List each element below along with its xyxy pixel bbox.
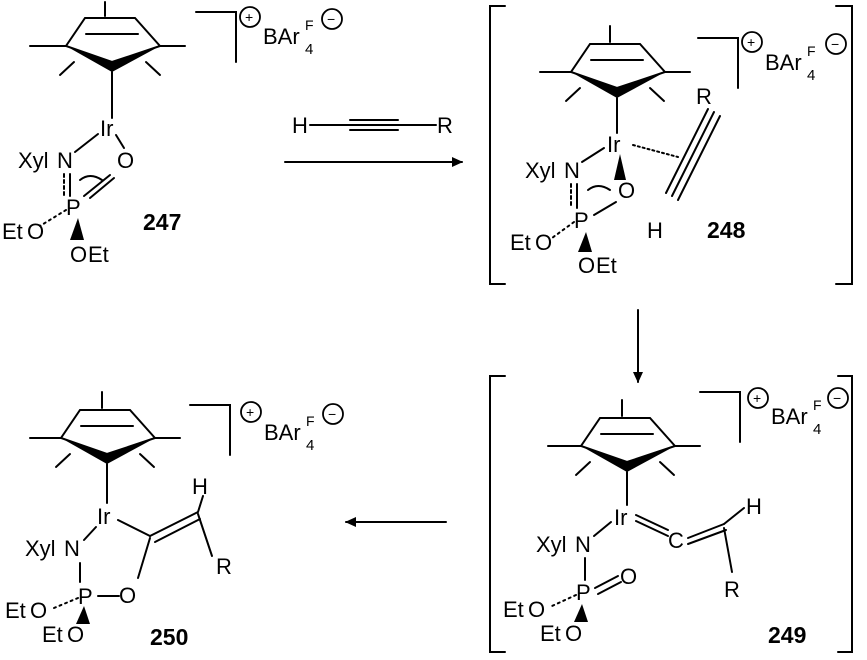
minus-sign: − <box>831 36 839 52</box>
metal-label: Ir <box>97 504 110 529</box>
rgroup-label: R <box>216 554 232 579</box>
counterion-subscript: 4 <box>306 437 314 454</box>
cp-star-ring <box>29 1 186 76</box>
xylyl-label: Xyl <box>525 158 556 183</box>
phosphorus-label: P <box>574 208 589 233</box>
counterion-subscript: 4 <box>807 67 815 84</box>
compound-249: Ir C H R Xyl N P O Et O Et O 249 + BAr F… <box>489 375 853 653</box>
plus-sign: + <box>753 390 761 406</box>
counterion: + BAr F 4 − <box>239 6 343 58</box>
nitrogen-label: N <box>564 158 580 183</box>
oxygen-label: O <box>618 178 635 203</box>
phosphorus-label: P <box>576 580 591 605</box>
plus-sign: + <box>245 9 253 25</box>
reagent-alkyne: H R <box>292 113 453 138</box>
minus-sign: − <box>833 390 841 406</box>
carbon-label: C <box>668 528 684 553</box>
counterion: + BAr F 4 − <box>747 387 849 438</box>
hydrogen-label: H <box>647 218 663 243</box>
oxygen-label: O <box>30 598 47 623</box>
oxygen-label: O <box>27 219 44 244</box>
compound-number: 247 <box>143 209 181 235</box>
xylyl-label: Xyl <box>25 536 56 561</box>
counterion-superscript: F <box>813 397 822 413</box>
plus-sign: + <box>246 404 254 420</box>
oxygen-label: O <box>578 253 595 278</box>
counterion-superscript: F <box>807 43 816 59</box>
nitrogen-label: N <box>575 532 591 557</box>
counterion: + BAr F 4 − <box>741 31 847 84</box>
xylyl-label: Xyl <box>536 532 567 557</box>
counterion-label: BAr <box>263 24 300 49</box>
compound-number: 248 <box>707 217 746 243</box>
nitrogen-label: N <box>64 536 80 561</box>
counterion-subscript: 4 <box>305 41 313 58</box>
compound-247: Ir Xyl N O P Et O O Et 247 + BAr F 4 − <box>2 1 343 267</box>
ethyl-label: Et <box>5 598 26 623</box>
ethyl-label: Et <box>503 597 524 622</box>
nitrogen-label: N <box>57 148 73 173</box>
compound-number: 249 <box>768 622 806 648</box>
plus-sign: + <box>747 34 755 50</box>
ethyl-label: Et <box>510 230 531 255</box>
minus-sign: − <box>327 11 335 27</box>
xylyl-label: Xyl <box>18 148 49 173</box>
oxygen-label: O <box>70 242 87 267</box>
ethyl-label: Et <box>88 242 109 267</box>
hydrogen-label: H <box>192 474 208 499</box>
phosphorus-label: P <box>66 195 81 220</box>
oxygen-label: O <box>528 597 545 622</box>
cp-star-ring <box>539 25 691 102</box>
minus-sign: − <box>328 406 336 422</box>
oxygen-label: O <box>119 583 136 608</box>
rgroup-label: R <box>724 577 740 602</box>
compound-number: 250 <box>150 624 188 650</box>
ethyl-label: Et <box>42 622 63 647</box>
rgroup-label: R <box>437 113 453 138</box>
metal-label: Ir <box>100 116 113 141</box>
oxygen-label: O <box>535 230 552 255</box>
counterion: + BAr F 4 − <box>240 401 344 454</box>
compound-248: Ir R H Xyl N O P Et O O Et 248 + BAr F 4… <box>489 5 853 285</box>
oxygen-label: O <box>67 622 84 647</box>
metal-label: Ir <box>607 132 620 157</box>
ethyl-label: Et <box>596 253 617 278</box>
hydrogen-label: H <box>746 494 762 519</box>
counterion-label: BAr <box>264 420 301 445</box>
counterion-superscript: F <box>305 17 314 33</box>
oxygen-label: O <box>565 621 582 646</box>
oxygen-label: O <box>117 148 134 173</box>
cp-star-ring <box>547 399 701 476</box>
counterion-superscript: F <box>306 413 315 429</box>
counterion-label: BAr <box>771 404 808 429</box>
phosphorus-label: P <box>78 584 93 609</box>
oxygen-label: O <box>620 564 637 589</box>
cp-star-ring <box>29 391 181 468</box>
compound-250: Ir H R O Xyl N P Et O Et O 250 + BAr F 4… <box>5 391 344 650</box>
metal-label: Ir <box>614 505 627 530</box>
counterion-label: BAr <box>765 50 802 75</box>
ethyl-label: Et <box>540 621 561 646</box>
rgroup-label: R <box>696 84 712 109</box>
counterion-subscript: 4 <box>813 421 821 438</box>
ethyl-label: Et <box>2 219 23 244</box>
hydrogen-label: H <box>292 113 308 138</box>
